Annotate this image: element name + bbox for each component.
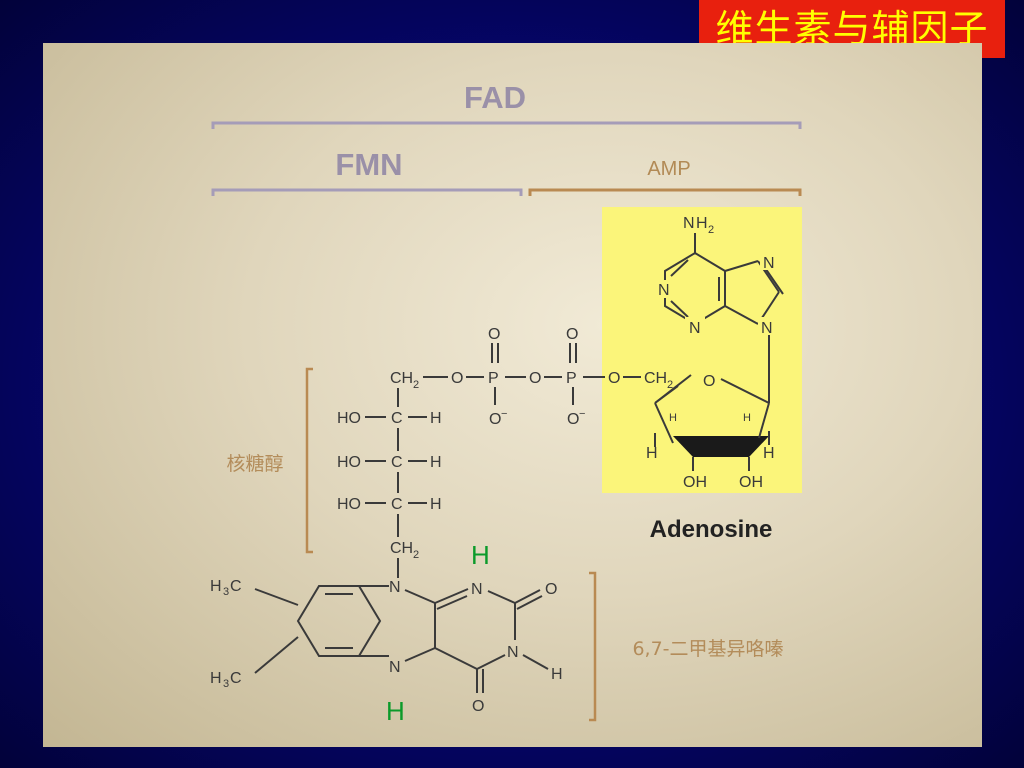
atom-o: O (472, 698, 484, 715)
ribitol-chain: CH 2 O P O O − O P O O − O CH 2 HO C (337, 326, 673, 578)
atom-minus: − (501, 408, 507, 420)
atom-o: O (567, 411, 579, 428)
atom-h: H (669, 412, 677, 424)
atom-c: C (230, 578, 242, 595)
atom-ho: HO (337, 410, 361, 427)
atom-oh: OH (739, 474, 763, 491)
fad-structure-diagram: FAD FMN AMP 核糖醇 6,7-二甲基异咯嗪 Adenosine CH … (210, 80, 802, 726)
atom-ch: CH (644, 370, 667, 387)
atom-n: N (658, 282, 670, 299)
ribose-ring: O H H H H OH OH (646, 335, 775, 491)
hydrogen-label-top: H (471, 540, 490, 570)
atom-h: H (430, 496, 442, 513)
atom-c: C (391, 410, 403, 427)
atom-n: N (763, 255, 775, 272)
atom-n: N (683, 215, 695, 232)
atom-o: O (608, 370, 620, 387)
atom-h: H (696, 215, 708, 232)
atom-n: N (389, 659, 401, 676)
atom-n: N (389, 579, 401, 596)
fmn-label: FMN (335, 147, 402, 182)
atom-n: N (689, 320, 701, 337)
isoalloxazine-ring: N N N O N H O H 3 C H 3 C (210, 578, 563, 715)
atom-ho: HO (337, 496, 361, 513)
atom-o: O (451, 370, 463, 387)
amp-bracket (528, 188, 802, 196)
atom-sub: 2 (667, 379, 673, 391)
atom-sub: 2 (413, 549, 419, 561)
atom-oh: OH (683, 474, 707, 491)
atom-o: O (566, 326, 578, 343)
adenine-ring: N H 2 N N N N (655, 215, 784, 337)
atom-sub: 3 (223, 678, 229, 690)
atom-h: H (763, 445, 775, 462)
atom-minus: − (579, 408, 585, 420)
atom-h: H (430, 410, 442, 427)
amp-label: AMP (647, 158, 690, 180)
atom-h: H (646, 445, 658, 462)
atom-sub: 3 (223, 586, 229, 598)
fad-bracket (211, 121, 802, 129)
fad-label: FAD (464, 80, 526, 115)
atom-o: O (703, 373, 715, 390)
atom-h: H (430, 454, 442, 471)
atom-o: O (489, 411, 501, 428)
atom-n: N (471, 581, 483, 598)
atom-sub: 2 (708, 224, 714, 236)
atom-p: P (566, 370, 577, 387)
atom-sub: 2 (413, 379, 419, 391)
atom-h3c: H (210, 670, 222, 687)
diagram-panel: FAD FMN AMP 核糖醇 6,7-二甲基异咯嗪 Adenosine CH … (43, 43, 982, 747)
hydrogen-label-bottom: H (386, 696, 405, 726)
atom-ch: CH (390, 370, 413, 387)
isoalloxazine-label: 6,7-二甲基异咯嗪 (632, 638, 783, 660)
atom-o: O (529, 370, 541, 387)
atom-p: P (488, 370, 499, 387)
atom-h: H (551, 666, 563, 683)
ribitol-bracket (305, 367, 313, 554)
atom-c: C (391, 454, 403, 471)
adenosine-label: Adenosine (650, 516, 773, 543)
isoalloxazine-bracket (589, 571, 597, 722)
atom-c: C (391, 496, 403, 513)
fmn-bracket (211, 188, 523, 196)
ribitol-label: 核糖醇 (226, 453, 283, 475)
atom-o: O (545, 581, 557, 598)
atom-o: O (488, 326, 500, 343)
atom-h: H (743, 412, 751, 424)
atom-ch: CH (390, 540, 413, 557)
atom-h3c: H (210, 578, 222, 595)
atom-c: C (230, 670, 242, 687)
atom-nh: N (507, 644, 519, 661)
atom-n: N (761, 320, 773, 337)
atom-ho: HO (337, 454, 361, 471)
